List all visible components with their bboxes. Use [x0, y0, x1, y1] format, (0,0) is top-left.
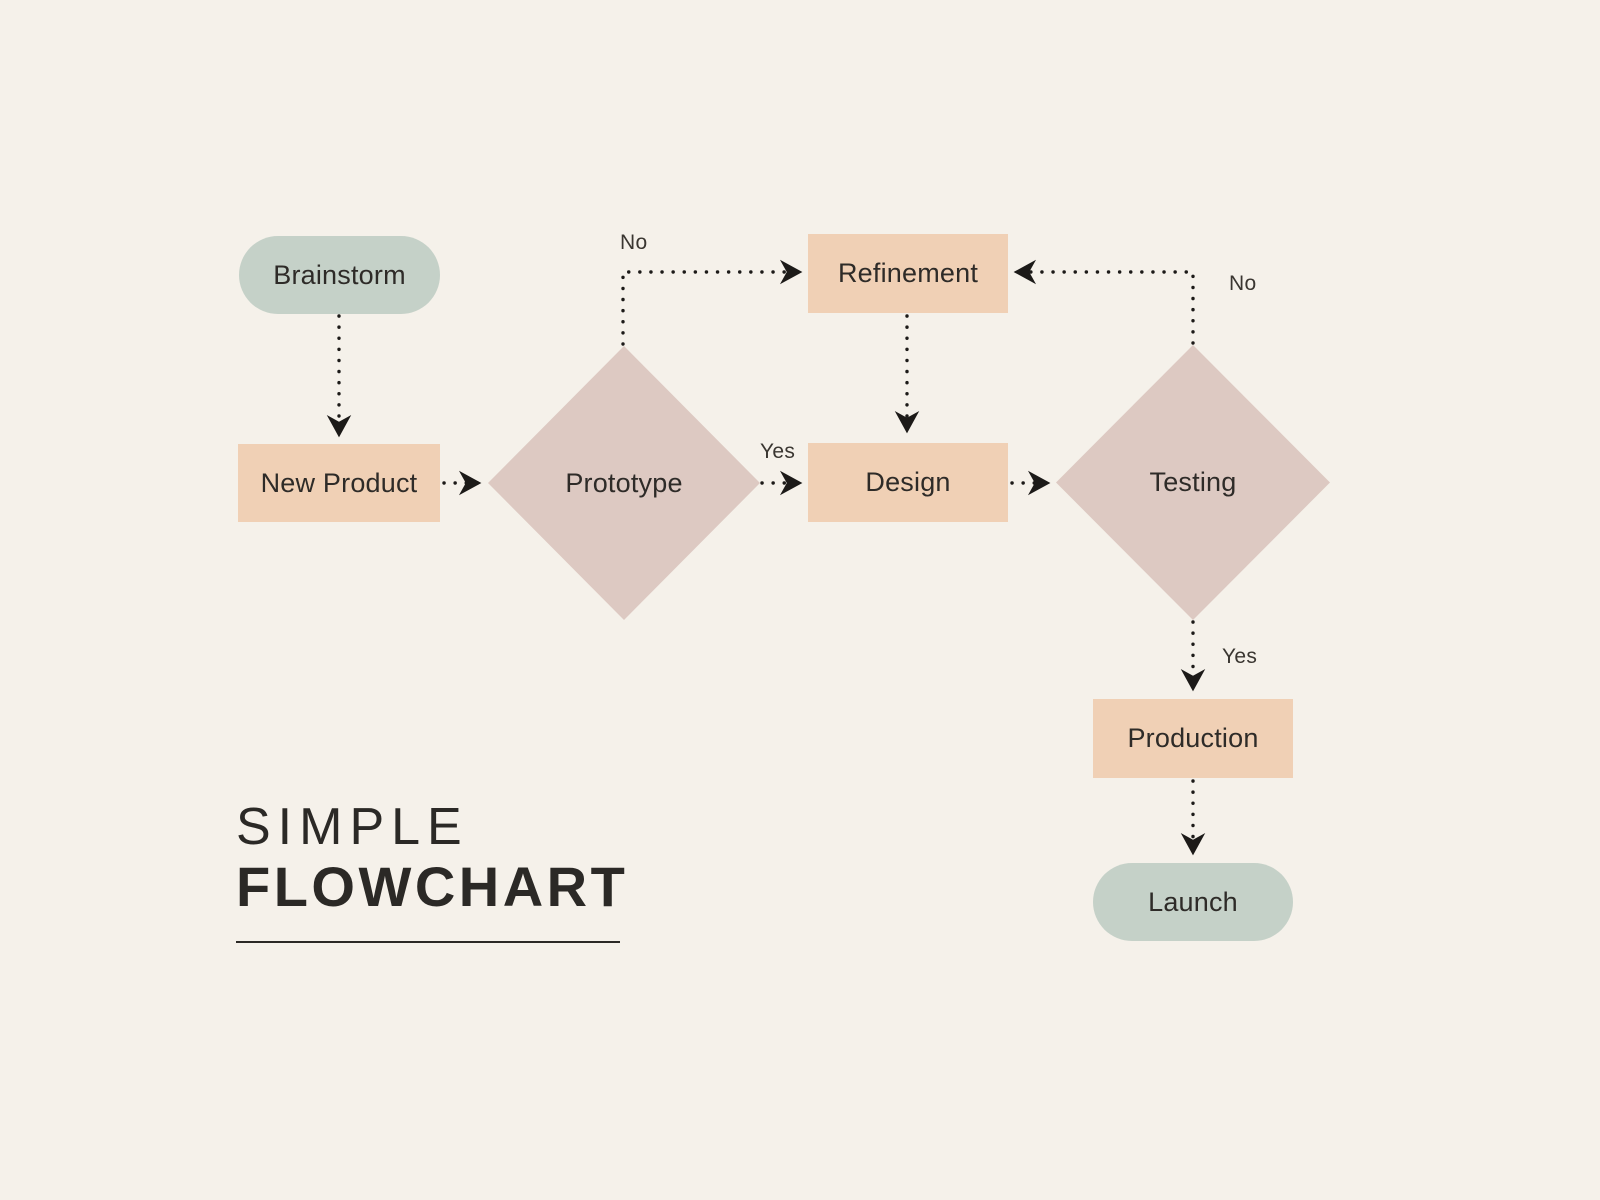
title-line-simple: SIMPLE [236, 798, 469, 856]
node-testing-label: Testing [1149, 467, 1237, 497]
edge-label-yes-prototype: Yes [760, 440, 796, 463]
node-design[interactable]: Design [808, 443, 1008, 522]
node-new-product-label: New Product [260, 467, 418, 498]
title-underline-rule [236, 940, 620, 943]
node-refinement[interactable]: Refinement [808, 234, 1008, 313]
node-brainstorm[interactable]: Brainstorm [239, 236, 440, 314]
node-production[interactable]: Production [1093, 699, 1293, 778]
node-prototype-label: Prototype [565, 467, 683, 498]
node-launch[interactable]: Launch [1093, 863, 1293, 941]
node-brainstorm-label: Brainstorm [273, 259, 406, 290]
edge-label-no-prototype: No [620, 231, 648, 254]
edge-label-no-testing: No [1229, 272, 1257, 295]
node-refinement-label: Refinement [837, 258, 979, 288]
edge-testing-to-refinement-no [1013, 259, 1195, 345]
node-design-label: Design [865, 467, 951, 497]
title-line-flowchart: FLOWCHART [236, 855, 629, 919]
edge-label-yes-testing: Yes [1222, 645, 1258, 668]
node-prototype[interactable]: Prototype [488, 346, 760, 620]
node-production-label: Production [1127, 723, 1259, 753]
edge-prototype-to-refinement-no [621, 259, 803, 346]
title-block: SIMPLE FLOWCHART [236, 798, 836, 943]
node-launch-label: Launch [1148, 886, 1238, 917]
node-new-product[interactable]: New Product [238, 444, 440, 522]
node-testing[interactable]: Testing [1056, 345, 1330, 620]
